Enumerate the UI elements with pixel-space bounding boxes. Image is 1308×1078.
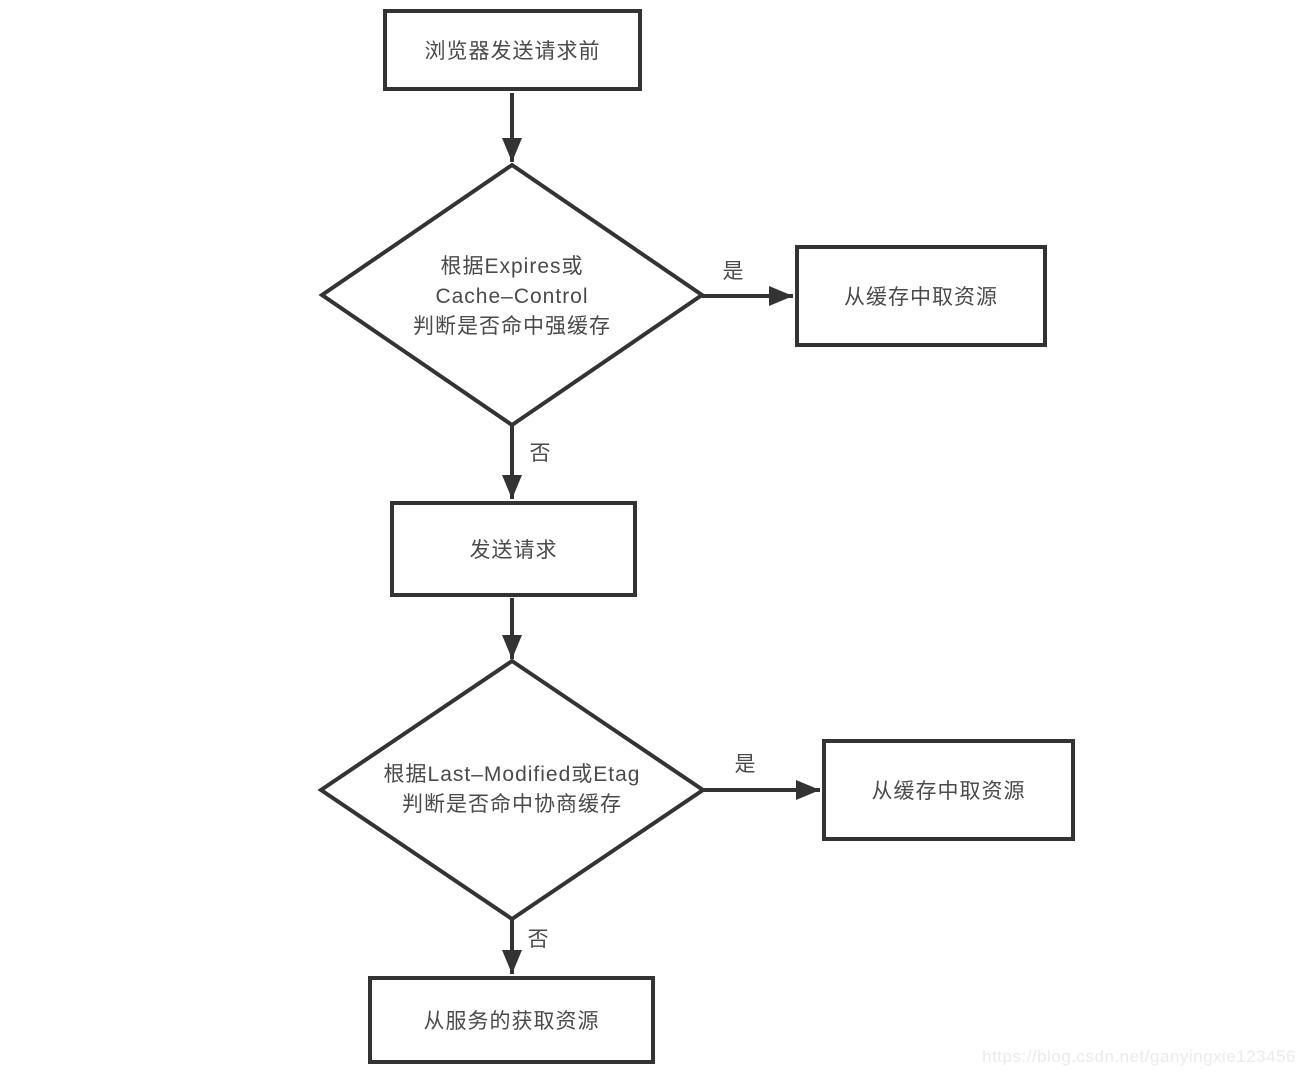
decision-negotiated-cache-line-2: 判断是否命中协商缓存 [401, 793, 622, 816]
start-node: 浏览器发送请求前 [383, 9, 642, 91]
send-request-node: 发送请求 [390, 501, 637, 597]
from-cache-node-1: 从缓存中取资源 [795, 245, 1047, 347]
decision-strong-cache-label: 根据Expires或 Cache–Control 判断是否命中强缓存 [413, 252, 611, 342]
decision-negotiated-cache-line-1: 根据Last–Modified或Etag [383, 763, 641, 786]
decision-negotiated-cache-label: 根据Last–Modified或Etag 判断是否命中协商缓存 [384, 760, 641, 820]
csdn-watermark: https://blog.csdn.net/ganyingxie123456 [982, 1047, 1296, 1066]
from-cache-node-2: 从缓存中取资源 [822, 739, 1075, 841]
decision-strong-cache-line-2: Cache–Control [435, 285, 589, 308]
decision-strong-cache-line-1: 根据Expires或 [440, 255, 584, 278]
edge-label-no-1: 否 [527, 437, 553, 467]
from-server-node: 从服务的获取资源 [368, 976, 655, 1064]
edge-label-yes-2: 是 [732, 748, 758, 778]
edge-label-no-2: 否 [525, 923, 551, 953]
decision-strong-cache-line-3: 判断是否命中强缓存 [413, 315, 611, 338]
edge-label-yes-1: 是 [720, 255, 746, 285]
